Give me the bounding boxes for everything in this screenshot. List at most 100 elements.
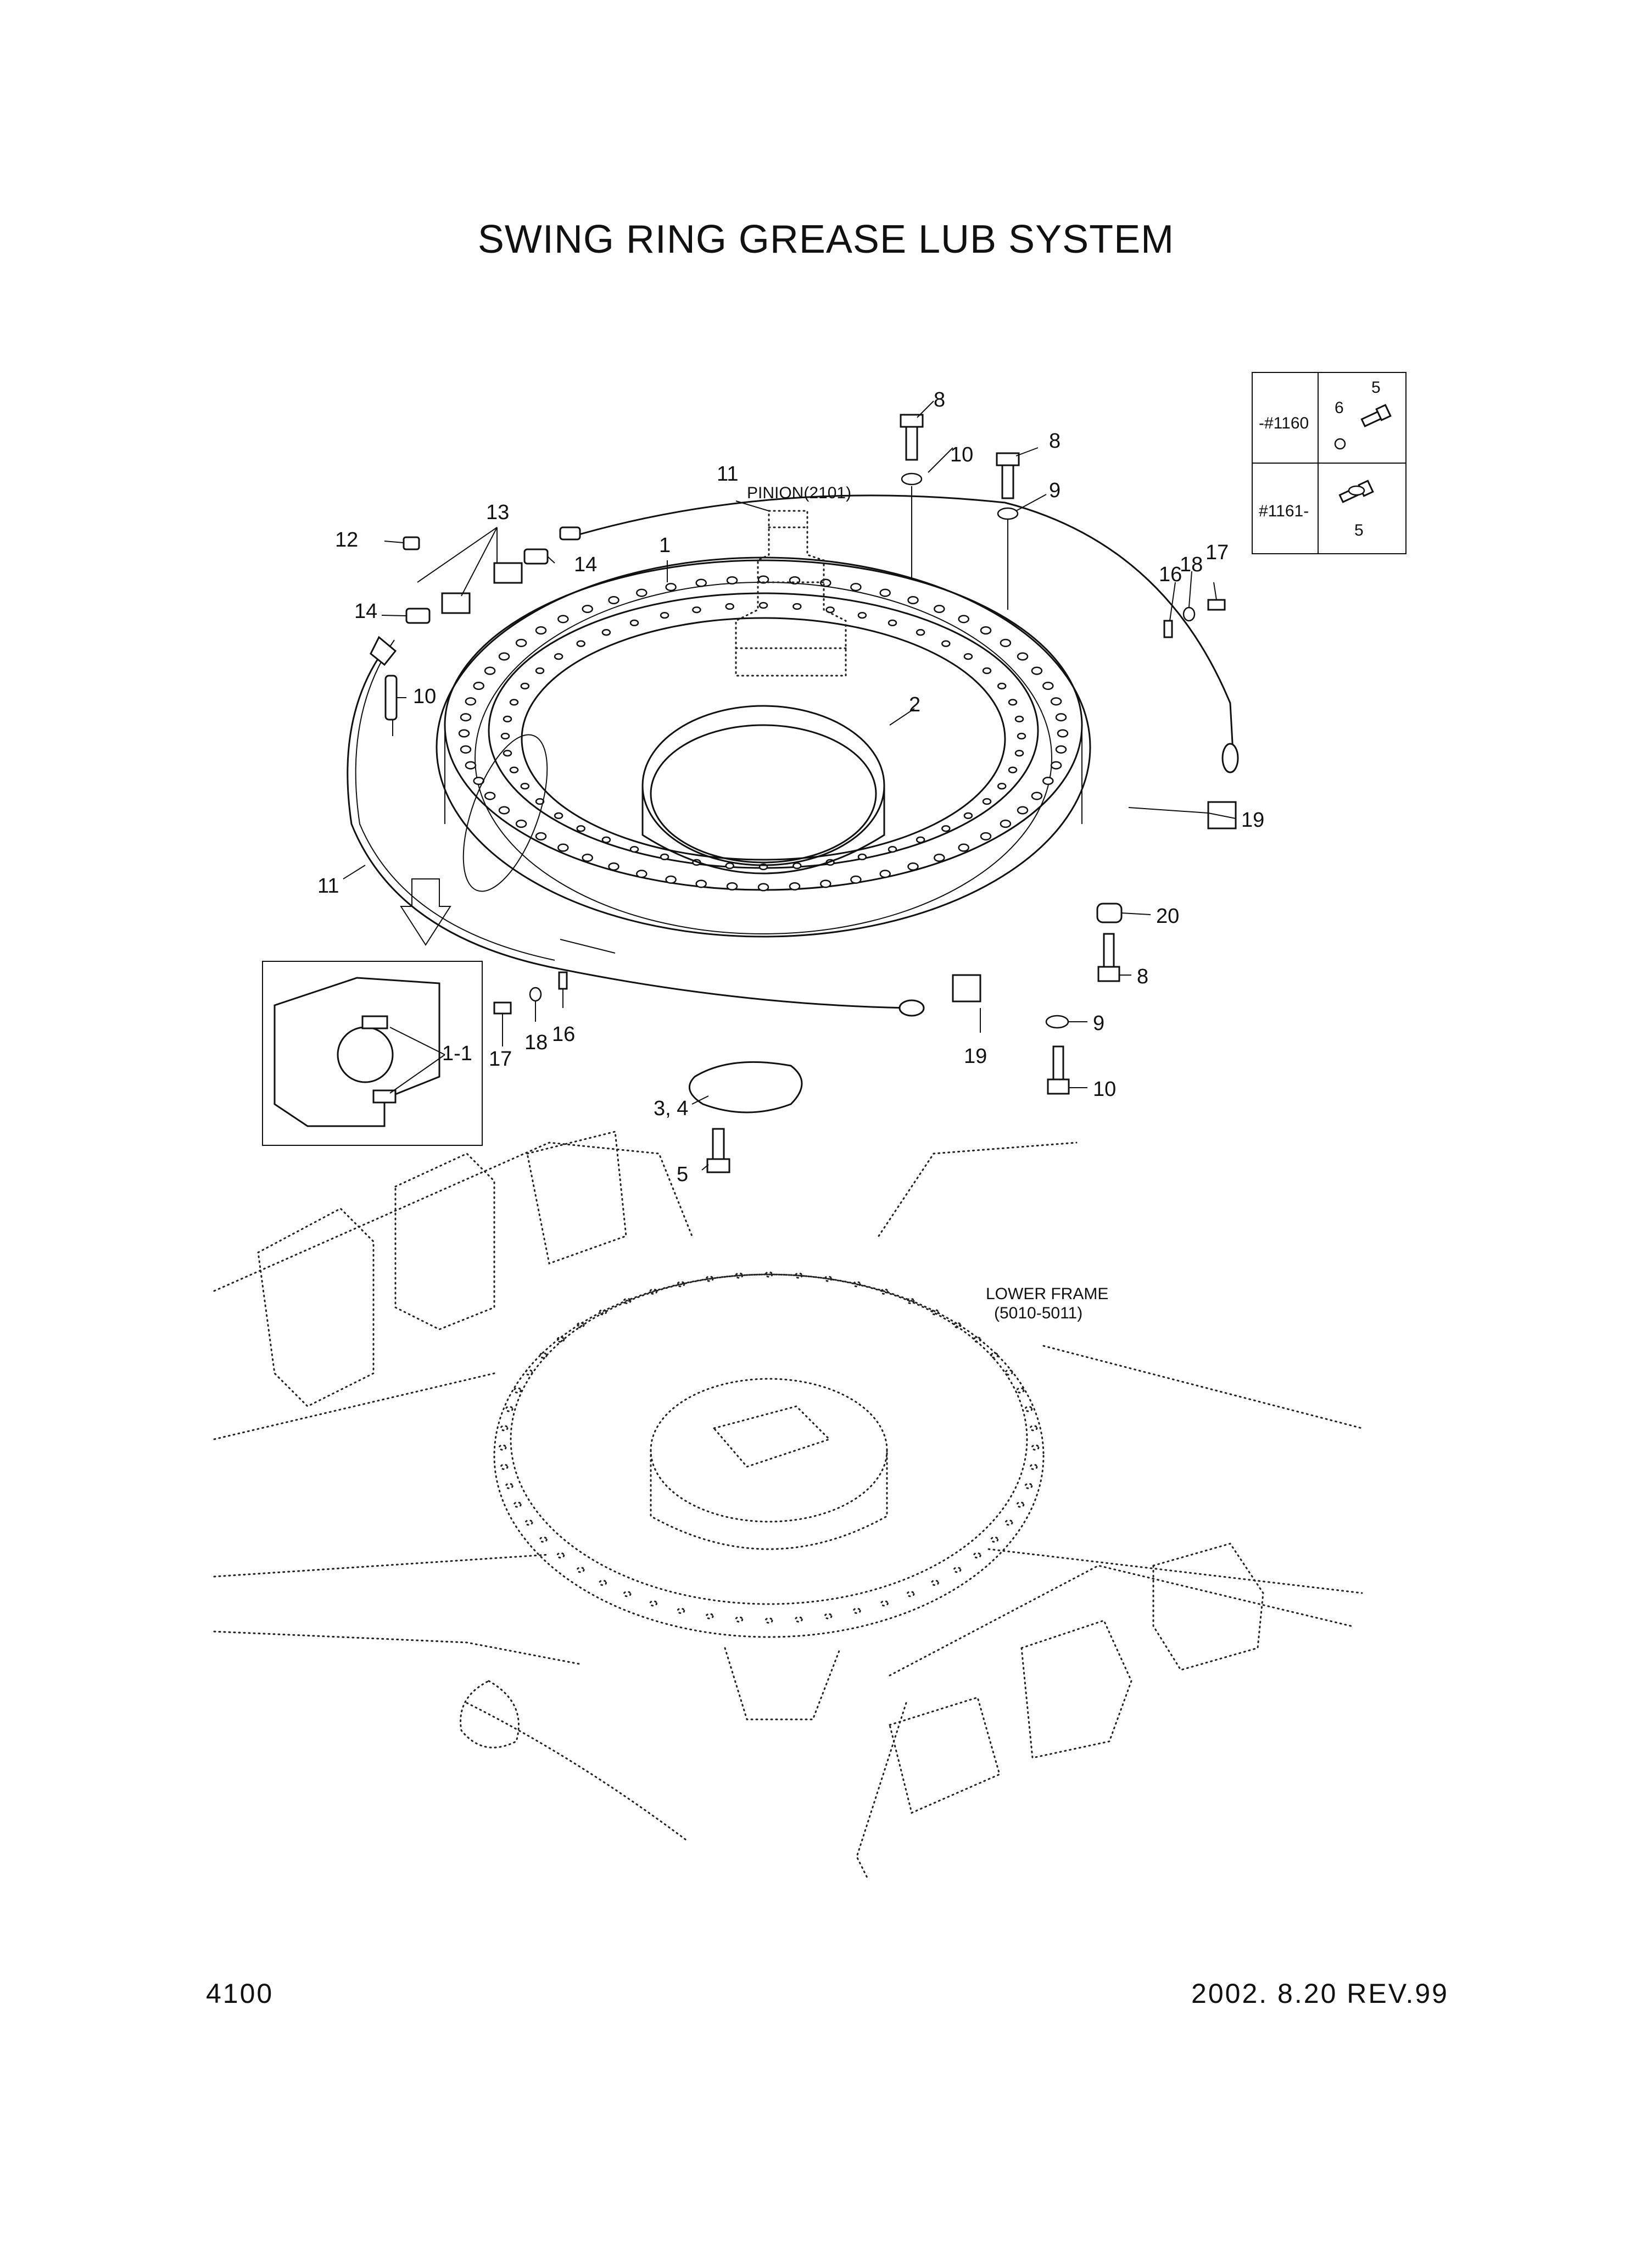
elbow-fitting-icon bbox=[493, 562, 523, 584]
bolt-hole bbox=[1031, 1444, 1040, 1451]
bolt-hole bbox=[880, 1600, 889, 1607]
bolt-hole bbox=[460, 713, 472, 722]
bolt-hole bbox=[880, 1288, 889, 1295]
bolt-hole bbox=[958, 843, 969, 852]
bolt-hole bbox=[539, 1536, 548, 1543]
callout-7c: 8 bbox=[1137, 965, 1148, 988]
bolt-hole bbox=[1000, 638, 1012, 647]
bolt-hole bbox=[556, 1552, 565, 1559]
callout-15: 13 bbox=[486, 501, 509, 524]
callout-8b: 9 bbox=[1093, 1012, 1104, 1035]
callout-13: 11 bbox=[717, 463, 738, 486]
bolt-hole bbox=[980, 626, 992, 635]
bolt-hole bbox=[824, 1276, 833, 1282]
grease-hoses bbox=[347, 494, 1239, 1017]
callout-2: 2 bbox=[909, 693, 920, 716]
callout-18b: 17 bbox=[489, 1048, 512, 1071]
bolt-hole bbox=[907, 595, 919, 605]
bolt-hole bbox=[535, 667, 545, 675]
bolt-hole bbox=[629, 845, 639, 853]
bolt-hole bbox=[505, 1406, 514, 1412]
bolt-hole bbox=[498, 1444, 507, 1451]
bolt-washer-icon bbox=[1338, 480, 1374, 503]
frame-bolt-holes bbox=[498, 1271, 1040, 1624]
bolt-hole bbox=[1057, 729, 1069, 738]
bolt-icon-7a bbox=[900, 414, 924, 428]
bolt-hole bbox=[735, 1272, 744, 1279]
bolt-hole bbox=[535, 626, 547, 635]
cover-plate-icon bbox=[689, 1061, 803, 1113]
callout-8a: 9 bbox=[1049, 479, 1061, 502]
lower-frame bbox=[213, 1131, 1363, 1880]
washer-icon-19 bbox=[1182, 606, 1196, 622]
serial-item-6: 6 bbox=[1335, 399, 1344, 417]
callout-20a: 19 bbox=[1241, 809, 1264, 832]
screw-icon-18b bbox=[493, 1001, 512, 1015]
bolt-hole bbox=[498, 806, 510, 815]
bolt-hole bbox=[824, 1613, 833, 1619]
bolt-hole bbox=[990, 1536, 999, 1543]
bolt-hole bbox=[660, 611, 669, 619]
bolt-hole bbox=[1050, 697, 1062, 706]
bolt-hole bbox=[513, 1501, 522, 1508]
bolt-hole bbox=[857, 853, 867, 861]
bolt-hole bbox=[500, 732, 510, 740]
callout-9: 10 bbox=[1093, 1078, 1116, 1101]
washer-icon-8b bbox=[1045, 1015, 1069, 1029]
bolt-hole bbox=[1008, 699, 1018, 706]
callout-3-4: 3, 4 bbox=[654, 1097, 688, 1120]
bolt-hole bbox=[1016, 1387, 1025, 1394]
bolt-hole bbox=[906, 1591, 915, 1597]
bolt-hole bbox=[601, 629, 611, 636]
bolt-hole bbox=[1017, 806, 1029, 815]
bolt-hole bbox=[557, 615, 569, 623]
bolt-hole bbox=[484, 666, 496, 675]
clamp-icon-17 bbox=[1163, 620, 1173, 638]
callout-labels: 11 1 2 12 13 14 14 10 11 8 10 8 9 16 18 … bbox=[317, 388, 1264, 1322]
grease-block-icon bbox=[1207, 801, 1237, 829]
lower-frame-reference: (5010-5011) bbox=[994, 1304, 1082, 1322]
bolt-hole bbox=[636, 588, 648, 597]
bolt-hole bbox=[500, 1463, 509, 1471]
bolt-hole bbox=[1042, 776, 1054, 786]
bolt-hole bbox=[601, 836, 611, 843]
bolt-hole bbox=[524, 1369, 533, 1376]
bolt-hole bbox=[916, 836, 925, 843]
bolt-hole bbox=[764, 1271, 773, 1278]
bolt-hole bbox=[705, 1613, 714, 1619]
bolt-hole bbox=[554, 812, 563, 820]
bolt-hole bbox=[725, 862, 734, 870]
bolt-hole bbox=[789, 882, 801, 891]
bolt-hole bbox=[599, 1309, 607, 1316]
bolt-hole bbox=[792, 862, 802, 870]
callout-19b: 18 bbox=[524, 1031, 548, 1054]
bolt-hole bbox=[973, 1552, 981, 1559]
bolt-hole bbox=[498, 652, 510, 661]
bolt-hole bbox=[623, 1591, 632, 1597]
bolt-hole bbox=[460, 745, 472, 754]
pinion-reference: PINION(2101) bbox=[747, 484, 851, 502]
bolt-hole bbox=[503, 749, 512, 757]
bolt-hole bbox=[726, 576, 738, 585]
bolt-hole bbox=[852, 1281, 861, 1288]
bolt-hole bbox=[1029, 1425, 1038, 1432]
bolt-hole bbox=[973, 1336, 981, 1343]
bolt-hole bbox=[500, 1425, 509, 1432]
pinion-gear bbox=[735, 510, 847, 677]
bolt-hole bbox=[705, 1276, 714, 1282]
bolt-hole bbox=[792, 603, 802, 610]
bolt-hole bbox=[677, 1607, 685, 1614]
bolt-icon bbox=[1334, 404, 1392, 450]
serial-table: -#1160 #1161- 5 6 5 bbox=[1252, 372, 1407, 554]
bolt-hole bbox=[535, 798, 545, 805]
bolt-hole bbox=[953, 1567, 962, 1573]
grease-block-icon-2 bbox=[952, 974, 981, 1003]
bolt-hole bbox=[930, 1579, 939, 1586]
bolt-hole bbox=[1000, 820, 1012, 828]
bolt-hole bbox=[473, 681, 484, 691]
elbow-fitting-icon-2 bbox=[441, 592, 471, 614]
callout-7b: 8 bbox=[1049, 430, 1061, 453]
bolt-hole bbox=[1029, 1463, 1038, 1471]
callout-16a: 14 bbox=[574, 553, 597, 576]
clamp-icon-17b bbox=[558, 971, 568, 990]
